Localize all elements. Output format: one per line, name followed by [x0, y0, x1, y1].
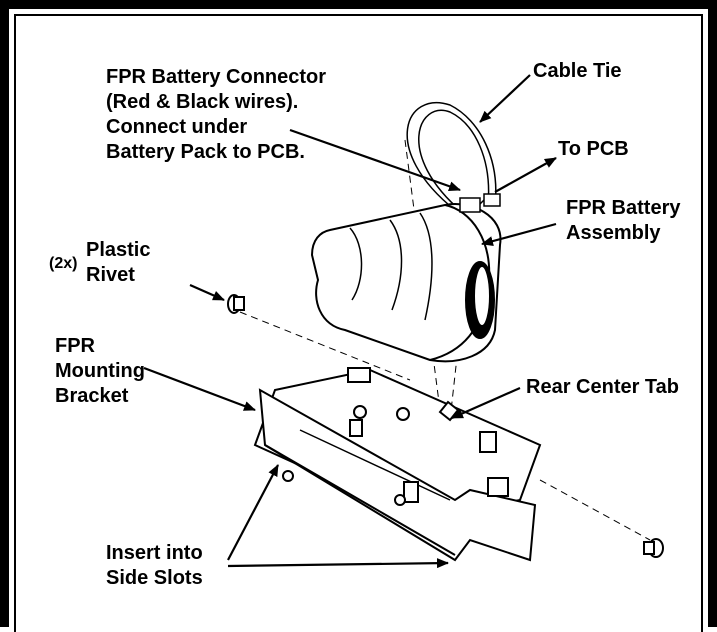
fpr-mounting-bracket-label: FPR Mounting Bracket: [55, 335, 145, 407]
leader-arrows: [143, 74, 557, 569]
to-pcb-label: To PCB: [558, 138, 629, 160]
battery-pack-graphic: [310, 203, 502, 363]
battery-connector-graphic: [459, 193, 501, 213]
quantity-label: (2x): [49, 255, 78, 272]
cable-tie-label: Cable Tie: [533, 60, 622, 82]
fpr-battery-assembly-label: FPR Battery Assembly: [566, 197, 681, 244]
fpr-battery-connector-label: FPR Battery Connector (Red & Black wires…: [106, 66, 327, 163]
plastic-rivet-label: Plastic Rivet: [86, 239, 151, 286]
insert-into-side-slots-label: Insert into Side Slots: [106, 542, 203, 589]
cable-tie-graphic: [406, 102, 497, 213]
mounting-bracket-graphic: [253, 367, 542, 562]
plastic-rivet-graphic: [227, 294, 664, 558]
rear-center-tab-label: Rear Center Tab: [526, 376, 680, 398]
